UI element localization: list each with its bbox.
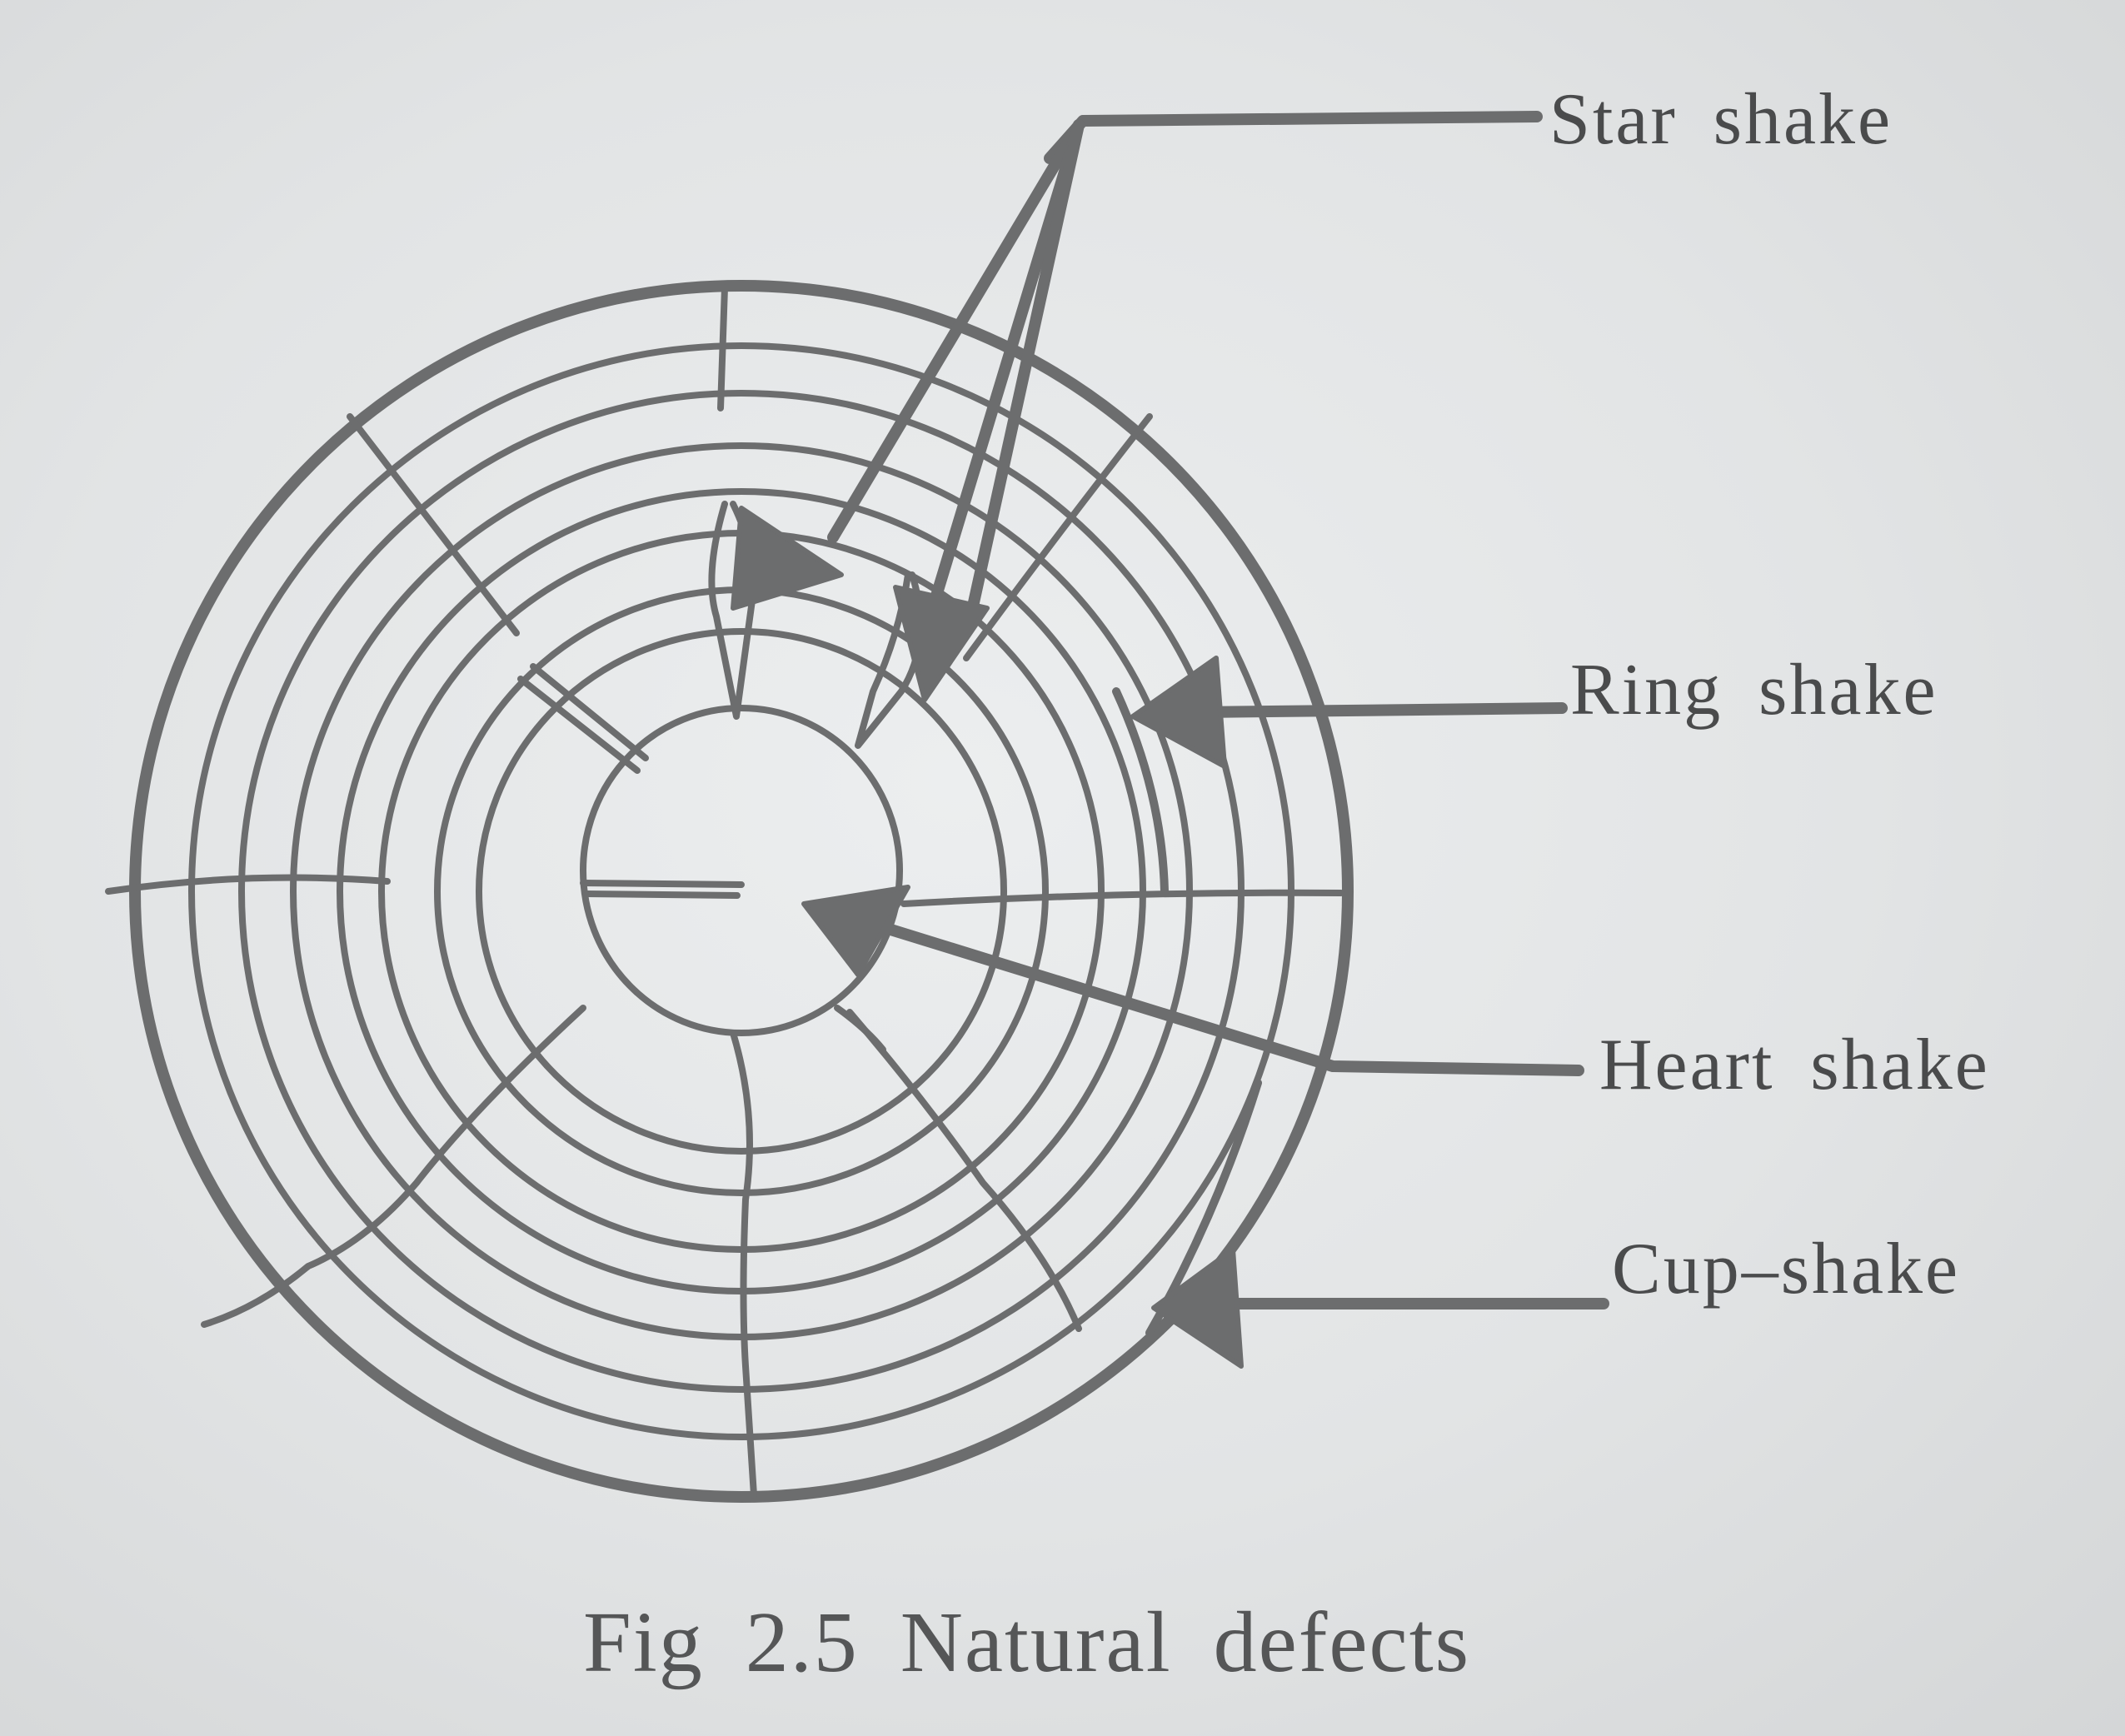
star-shake-arrowhead (893, 585, 990, 702)
ring-shake-arrowhead (1130, 656, 1227, 769)
ring-shake-leader (1194, 702, 1568, 718)
star-shake-crack (517, 663, 649, 774)
radial-crack (834, 1005, 886, 1053)
star-shake-leader (962, 119, 1085, 635)
star-shake-arrowhead (731, 506, 844, 611)
annual-ring (378, 530, 1105, 1253)
radial-crack (347, 413, 520, 636)
heart-shake-crack (580, 880, 745, 899)
radial-crack (900, 889, 1344, 907)
heart-shake-leader (869, 919, 1584, 1076)
radial-crack (717, 284, 728, 412)
figure-caption: Fig 2.5 Natural defects (583, 1594, 1471, 1690)
radial-cracks (105, 284, 1344, 1499)
radial-crack (846, 1009, 1082, 1332)
ring-shake-label: Ring shake (1570, 650, 1938, 731)
star-shake-label: Star shake (1549, 79, 1893, 160)
leader-lines (827, 111, 1609, 1309)
heart-shake-label: Heart shake (1599, 1025, 1990, 1105)
radial-crack (963, 413, 1153, 661)
bark-ring (129, 280, 1354, 1503)
arrowheads (731, 506, 1244, 1369)
radial-crack (730, 1030, 757, 1499)
cup-shake-label: Cup–shake (1612, 1229, 1961, 1309)
annual-ring (476, 628, 1007, 1155)
radial-crack (201, 1005, 586, 1328)
star-shake-leader (923, 119, 1085, 626)
ring-shake-gap (1112, 687, 1169, 895)
cup-shake-arrowhead (1151, 1247, 1244, 1369)
star-shake-leader (827, 119, 1085, 543)
heart-shake-arrowhead (801, 885, 910, 977)
star-shake-leader (1044, 111, 1543, 164)
heartwood-ring (580, 705, 903, 1036)
annual-ring (337, 488, 1146, 1295)
radial-crack (105, 874, 391, 895)
